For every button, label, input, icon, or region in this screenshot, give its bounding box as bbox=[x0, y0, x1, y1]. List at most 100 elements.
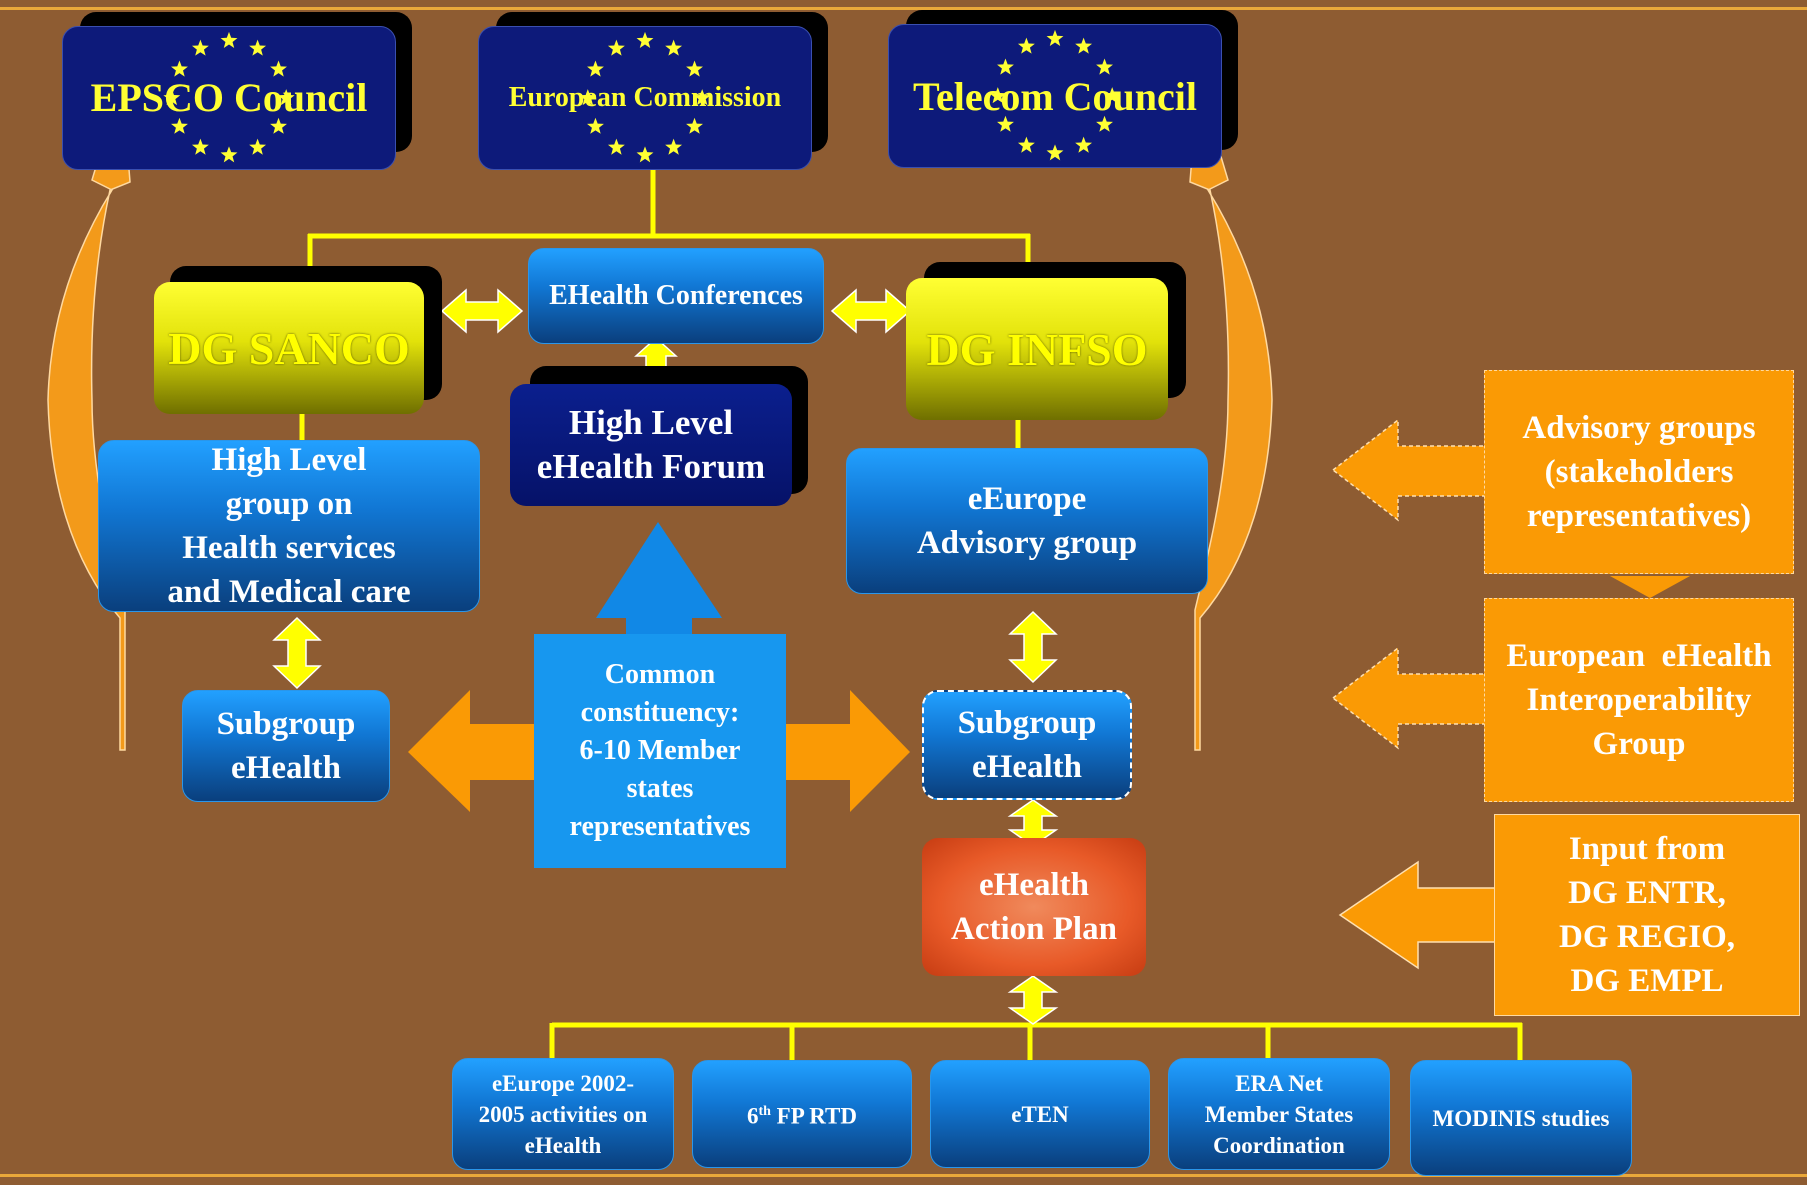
subgroup-left-line: eHealth bbox=[231, 750, 341, 786]
eeurope-activities-line: 2005 activities on bbox=[478, 1101, 648, 1127]
high-level-forum-box: High Level eHealth Forum bbox=[510, 384, 792, 506]
era-net-line: Member States bbox=[1204, 1101, 1354, 1127]
constituency-line: Common bbox=[604, 659, 716, 690]
advisory-groups-box: Advisory groups (stakeholders representa… bbox=[1484, 370, 1794, 574]
eu-star bbox=[693, 89, 711, 106]
ehealth-conferences-label: EHealth Conferences bbox=[549, 280, 803, 311]
fp-rtd-box: 6th FP RTD bbox=[692, 1060, 912, 1168]
eu-star bbox=[587, 60, 604, 77]
european-commission-label: European Commission bbox=[508, 82, 782, 113]
eu-star bbox=[607, 138, 625, 155]
eu-star bbox=[1046, 29, 1064, 46]
subgroup-ehealth-right-box: Subgroup eHealth bbox=[922, 690, 1132, 800]
constituency-line: constituency: bbox=[580, 697, 740, 728]
modinis-label: MODINIS studies bbox=[1432, 1105, 1610, 1131]
eu-star bbox=[171, 117, 188, 134]
advisory-left-arrow bbox=[1331, 418, 1497, 522]
advisory-groups-line: representatives) bbox=[1526, 498, 1752, 534]
forum-line: High Level bbox=[568, 403, 734, 442]
eu-star bbox=[1075, 37, 1093, 54]
fp-rtd-text: FP RTD bbox=[770, 1103, 858, 1129]
advisory-groups-line: (stakeholders bbox=[1544, 454, 1734, 490]
input-from-line: Input from bbox=[1568, 831, 1726, 867]
high-level-group-box: High Level group on Health services and … bbox=[98, 440, 480, 612]
eu-star bbox=[1017, 37, 1035, 54]
constituency-line: representatives bbox=[569, 811, 751, 842]
dg-sanco-box: DG SANCO bbox=[154, 282, 424, 414]
constituency-line: states bbox=[626, 773, 694, 804]
eeurope-advisory-line: Advisory group bbox=[916, 525, 1138, 561]
eu-star bbox=[579, 89, 597, 106]
advisory-subgroup-arrow bbox=[1008, 610, 1058, 684]
eu-star bbox=[191, 39, 209, 56]
constituency-line: 6-10 Member bbox=[579, 735, 741, 766]
eu-star bbox=[220, 31, 238, 48]
eu-star bbox=[1103, 87, 1121, 104]
eu-star bbox=[665, 39, 683, 56]
eu-star bbox=[636, 146, 654, 163]
epsco-council-label: EPSCO Council bbox=[90, 75, 368, 120]
eu-star bbox=[1096, 58, 1113, 75]
ehealth-action-plan-box: eHealth Action Plan bbox=[922, 838, 1146, 976]
eu-star bbox=[249, 138, 267, 155]
action-plan-line: Action Plan bbox=[951, 911, 1117, 947]
eu-star bbox=[587, 117, 604, 134]
forum-line: eHealth Forum bbox=[536, 447, 766, 486]
eu-star bbox=[989, 87, 1007, 104]
eu-star bbox=[665, 138, 683, 155]
advisory-groups-line: Advisory groups bbox=[1522, 410, 1756, 446]
hlg-line: group on bbox=[225, 486, 353, 522]
era-net-line: ERA Net bbox=[1235, 1070, 1323, 1096]
eu-star bbox=[270, 60, 287, 77]
eu-star bbox=[171, 60, 188, 77]
era-net-box: ERA Net Member States Coordination bbox=[1168, 1058, 1390, 1170]
input-from-line: DG EMPL bbox=[1570, 963, 1724, 999]
european-commission-box: European Commission bbox=[478, 26, 812, 170]
common-constituency-box: Common constituency: 6-10 Member states … bbox=[534, 634, 786, 868]
fp-rtd-suffix: th bbox=[758, 1104, 771, 1120]
interop-line: Interoperability bbox=[1526, 682, 1752, 718]
eten-box: eTEN bbox=[930, 1060, 1150, 1168]
modinis-box: MODINIS studies bbox=[1410, 1060, 1632, 1176]
eu-star bbox=[686, 117, 703, 134]
hlg-line: and Medical care bbox=[167, 574, 411, 610]
eu-stars-icon bbox=[989, 29, 1121, 161]
eu-stars-icon bbox=[579, 31, 711, 163]
interoperability-group-box: European eHealth Interoperability Group bbox=[1484, 598, 1794, 802]
conferences-infso-arrow bbox=[830, 288, 912, 334]
subgroup-right-line: eHealth bbox=[972, 749, 1082, 785]
ehealth-conferences-box: EHealth Conferences bbox=[528, 248, 824, 344]
eu-star bbox=[1096, 115, 1113, 132]
eu-star bbox=[220, 146, 238, 163]
top-rule bbox=[0, 7, 1807, 10]
fp-rtd-number: 6 bbox=[746, 1103, 759, 1129]
eu-star bbox=[249, 39, 267, 56]
eten-label: eTEN bbox=[1011, 1101, 1069, 1127]
right-curved-arrow bbox=[1189, 79, 1273, 751]
eu-star bbox=[636, 31, 654, 48]
dg-infso-box: DG INFSO bbox=[906, 278, 1168, 420]
telecom-council-label: Telecom Council bbox=[912, 73, 1198, 119]
eu-star bbox=[1075, 136, 1093, 153]
input-from-line: DG REGIO, bbox=[1558, 919, 1736, 955]
advisory-interop-arrow bbox=[1610, 576, 1690, 598]
eu-star bbox=[997, 58, 1014, 75]
eeurope-advisory-box: eEurope Advisory group bbox=[846, 448, 1208, 594]
eu-star bbox=[997, 115, 1014, 132]
subgroup-ehealth-left-box: Subgroup eHealth bbox=[182, 690, 390, 802]
input-left-arrow bbox=[1338, 860, 1501, 970]
eeurope-activities-line: eHealth bbox=[524, 1132, 602, 1158]
fp-rtd-label: 6th FP RTD bbox=[747, 1096, 857, 1132]
interop-left-arrow bbox=[1331, 646, 1497, 750]
hlg-line: High Level bbox=[211, 442, 367, 478]
eu-star bbox=[277, 89, 295, 106]
input-from-line: DG ENTR, bbox=[1568, 875, 1726, 911]
interop-line: Group bbox=[1592, 726, 1686, 762]
eu-star bbox=[163, 89, 181, 106]
interop-line: European eHealth bbox=[1506, 638, 1772, 674]
eeurope-activities-box: eEurope 2002- 2005 activities on eHealth bbox=[452, 1058, 674, 1170]
eu-star bbox=[1017, 136, 1035, 153]
action-plan-line: eHealth bbox=[979, 867, 1089, 903]
epsco-council-box: EPSCO Council bbox=[62, 26, 396, 170]
subgroup-right-line: Subgroup bbox=[957, 705, 1097, 741]
